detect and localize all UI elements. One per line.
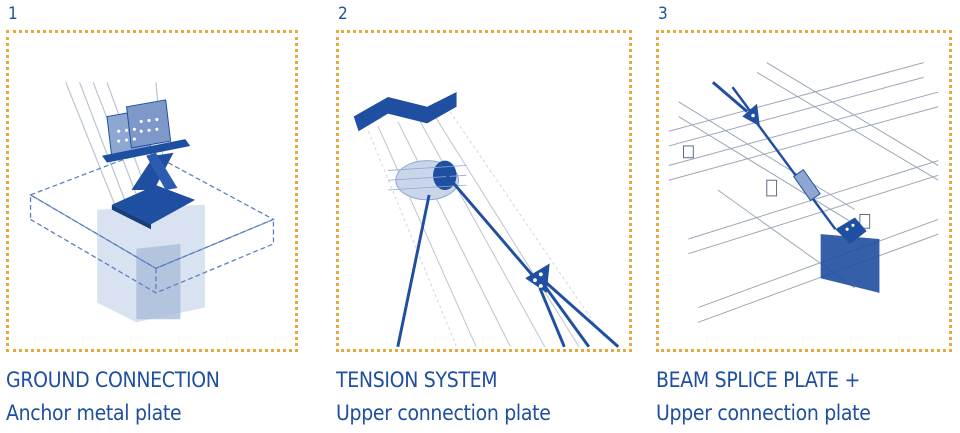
panel-subtitle: Anchor metal plate	[6, 401, 182, 425]
panel-subtitle: Upper connection plate	[656, 401, 871, 425]
panel-title: TENSION SYSTEM	[336, 368, 498, 392]
illustration-frame	[6, 30, 298, 352]
panel-ground-connection: 1	[0, 0, 300, 433]
panel-subtitle: Upper connection plate	[336, 401, 551, 425]
panel-number: 3	[658, 4, 668, 24]
panel-number: 1	[8, 4, 18, 24]
panel-title: GROUND CONNECTION	[6, 368, 220, 392]
tension-system-illustration	[353, 92, 620, 348]
panel-number: 2	[338, 4, 348, 24]
illustration-frame	[336, 30, 632, 352]
anchor-plate-illustration	[29, 82, 275, 323]
panel-title: BEAM SPLICE PLATE +	[656, 368, 861, 392]
illustration-frame	[656, 30, 952, 352]
panel-beam-splice: 3	[650, 0, 952, 433]
panel-tension-system: 2	[330, 0, 632, 433]
beam-splice-illustration	[668, 62, 939, 323]
